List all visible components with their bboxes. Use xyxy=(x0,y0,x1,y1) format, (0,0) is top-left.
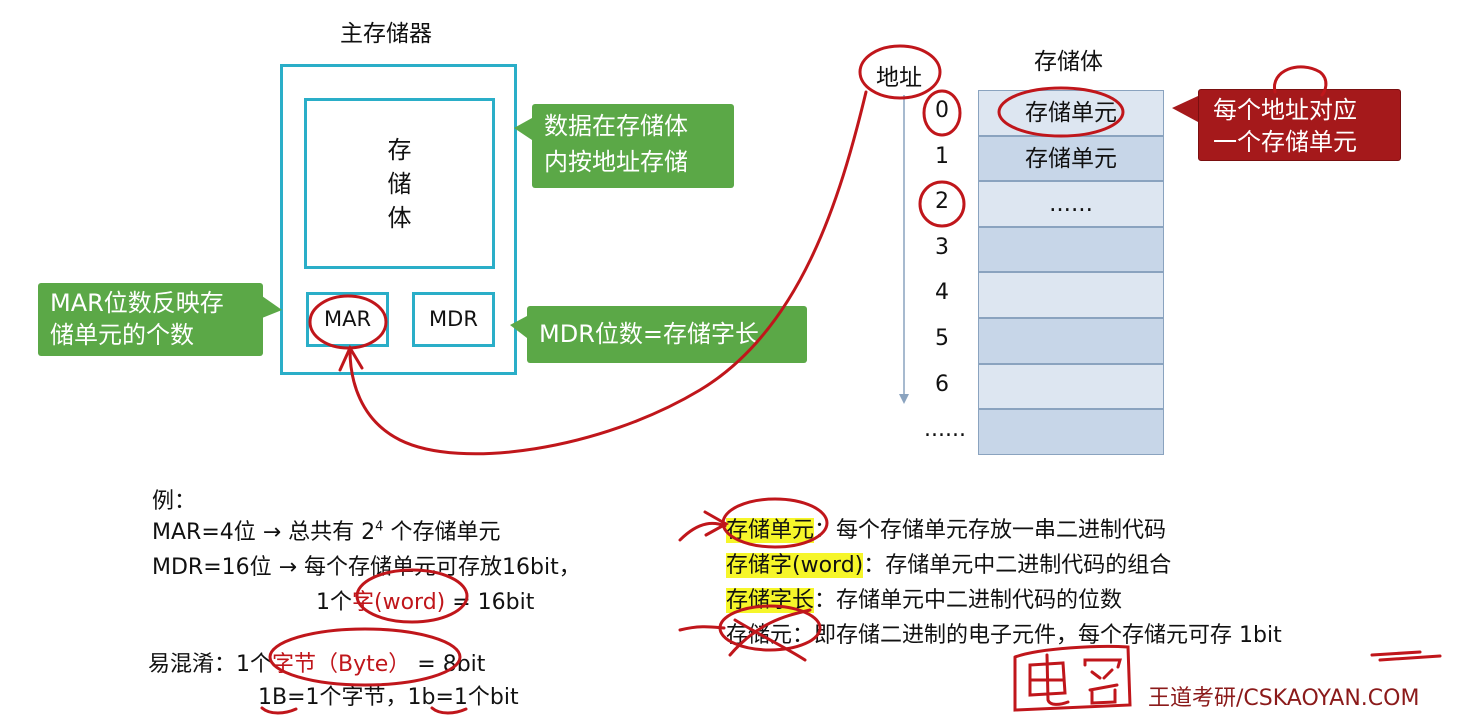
example-line-2: MDR=16位 → 每个存储单元可存放16bit， xyxy=(152,555,581,580)
definition-desc: ：存储单元中二进制代码的位数 xyxy=(814,588,1123,613)
address-label: 地址 xyxy=(876,65,922,91)
address-number: 6 xyxy=(935,371,949,397)
definition-row: 存储字(word)：存储单元中二进制代码的组合 xyxy=(726,547,1171,579)
address-number: ...... xyxy=(924,417,966,443)
definition-desc: ：即存储二进制的电子元件，每个存储元可存 1bit xyxy=(792,623,1282,648)
address-number: 0 xyxy=(935,98,949,123)
unit-line: 1B=1个字节，1b=1个bit xyxy=(258,685,519,710)
definition-row: 存储单元：每个存储单元存放一串二进制代码 xyxy=(726,512,1166,544)
definition-term: 存储单元 xyxy=(726,518,815,543)
address-number: 1 xyxy=(935,143,949,169)
example-line-1: MAR=4位 → 总共有 24 个存储单元 xyxy=(152,514,500,546)
example-line-3: 1个字(word) = 16bit xyxy=(316,584,534,616)
storage-cell: 存储单元 xyxy=(978,135,1164,182)
address-number: 3 xyxy=(935,234,949,260)
main-memory-box xyxy=(280,64,517,375)
storage-table-title: 存储体 xyxy=(1034,49,1103,75)
callout-mar-bits: MAR位数反映存 储单元的个数 xyxy=(38,283,263,356)
mdr-register: MDR xyxy=(412,292,495,347)
callout-storage-by-address: 数据在存储体 内按地址存储 xyxy=(532,104,734,188)
storage-cell: ...... xyxy=(978,181,1164,227)
main-memory-title: 主存储器 xyxy=(340,21,432,47)
address-number: 2 xyxy=(935,189,949,215)
watermark: 王道考研/CSKAOYAN.COM xyxy=(1148,686,1420,711)
address-number: 5 xyxy=(935,326,949,351)
example-line-1-text: MAR=4位 → 总共有 2 xyxy=(152,520,376,545)
address-number: 4 xyxy=(935,280,949,306)
storage-cell xyxy=(978,226,1164,273)
storage-cell xyxy=(978,409,1164,455)
confusion-line: 易混淆：1个字节（Byte） = 8bit xyxy=(148,646,485,678)
definition-desc: ：存储单元中二进制代码的组合 xyxy=(863,553,1172,578)
mar-register: MAR xyxy=(306,292,389,347)
callout-address-to-cell: 每个地址对应 一个存储单元 xyxy=(1198,89,1401,161)
example-line-1-tail: 个存储单元 xyxy=(383,520,501,545)
confusion-pre: 易混淆：1个 xyxy=(148,652,272,677)
example-line-3-pre: 1个 xyxy=(316,590,352,615)
storage-cell xyxy=(978,272,1164,318)
callout-mdr-bits: MDR位数=存储字长 xyxy=(527,306,807,363)
exponent: 4 xyxy=(375,519,384,535)
definition-term: 存储字(word) xyxy=(726,553,864,578)
storage-body-box: 存 储 体 xyxy=(304,98,495,269)
storage-cell xyxy=(978,318,1164,364)
example-heading: 例： xyxy=(152,489,197,514)
definition-desc: ：每个存储单元存放一串二进制代码 xyxy=(814,518,1167,543)
definition-row: 存储元：即存储二进制的电子元件，每个存储元可存 1bit xyxy=(726,617,1282,649)
confusion-post: = 8bit xyxy=(410,652,486,677)
storage-cell xyxy=(978,363,1164,410)
byte-term: 字节（Byte） xyxy=(272,652,411,677)
